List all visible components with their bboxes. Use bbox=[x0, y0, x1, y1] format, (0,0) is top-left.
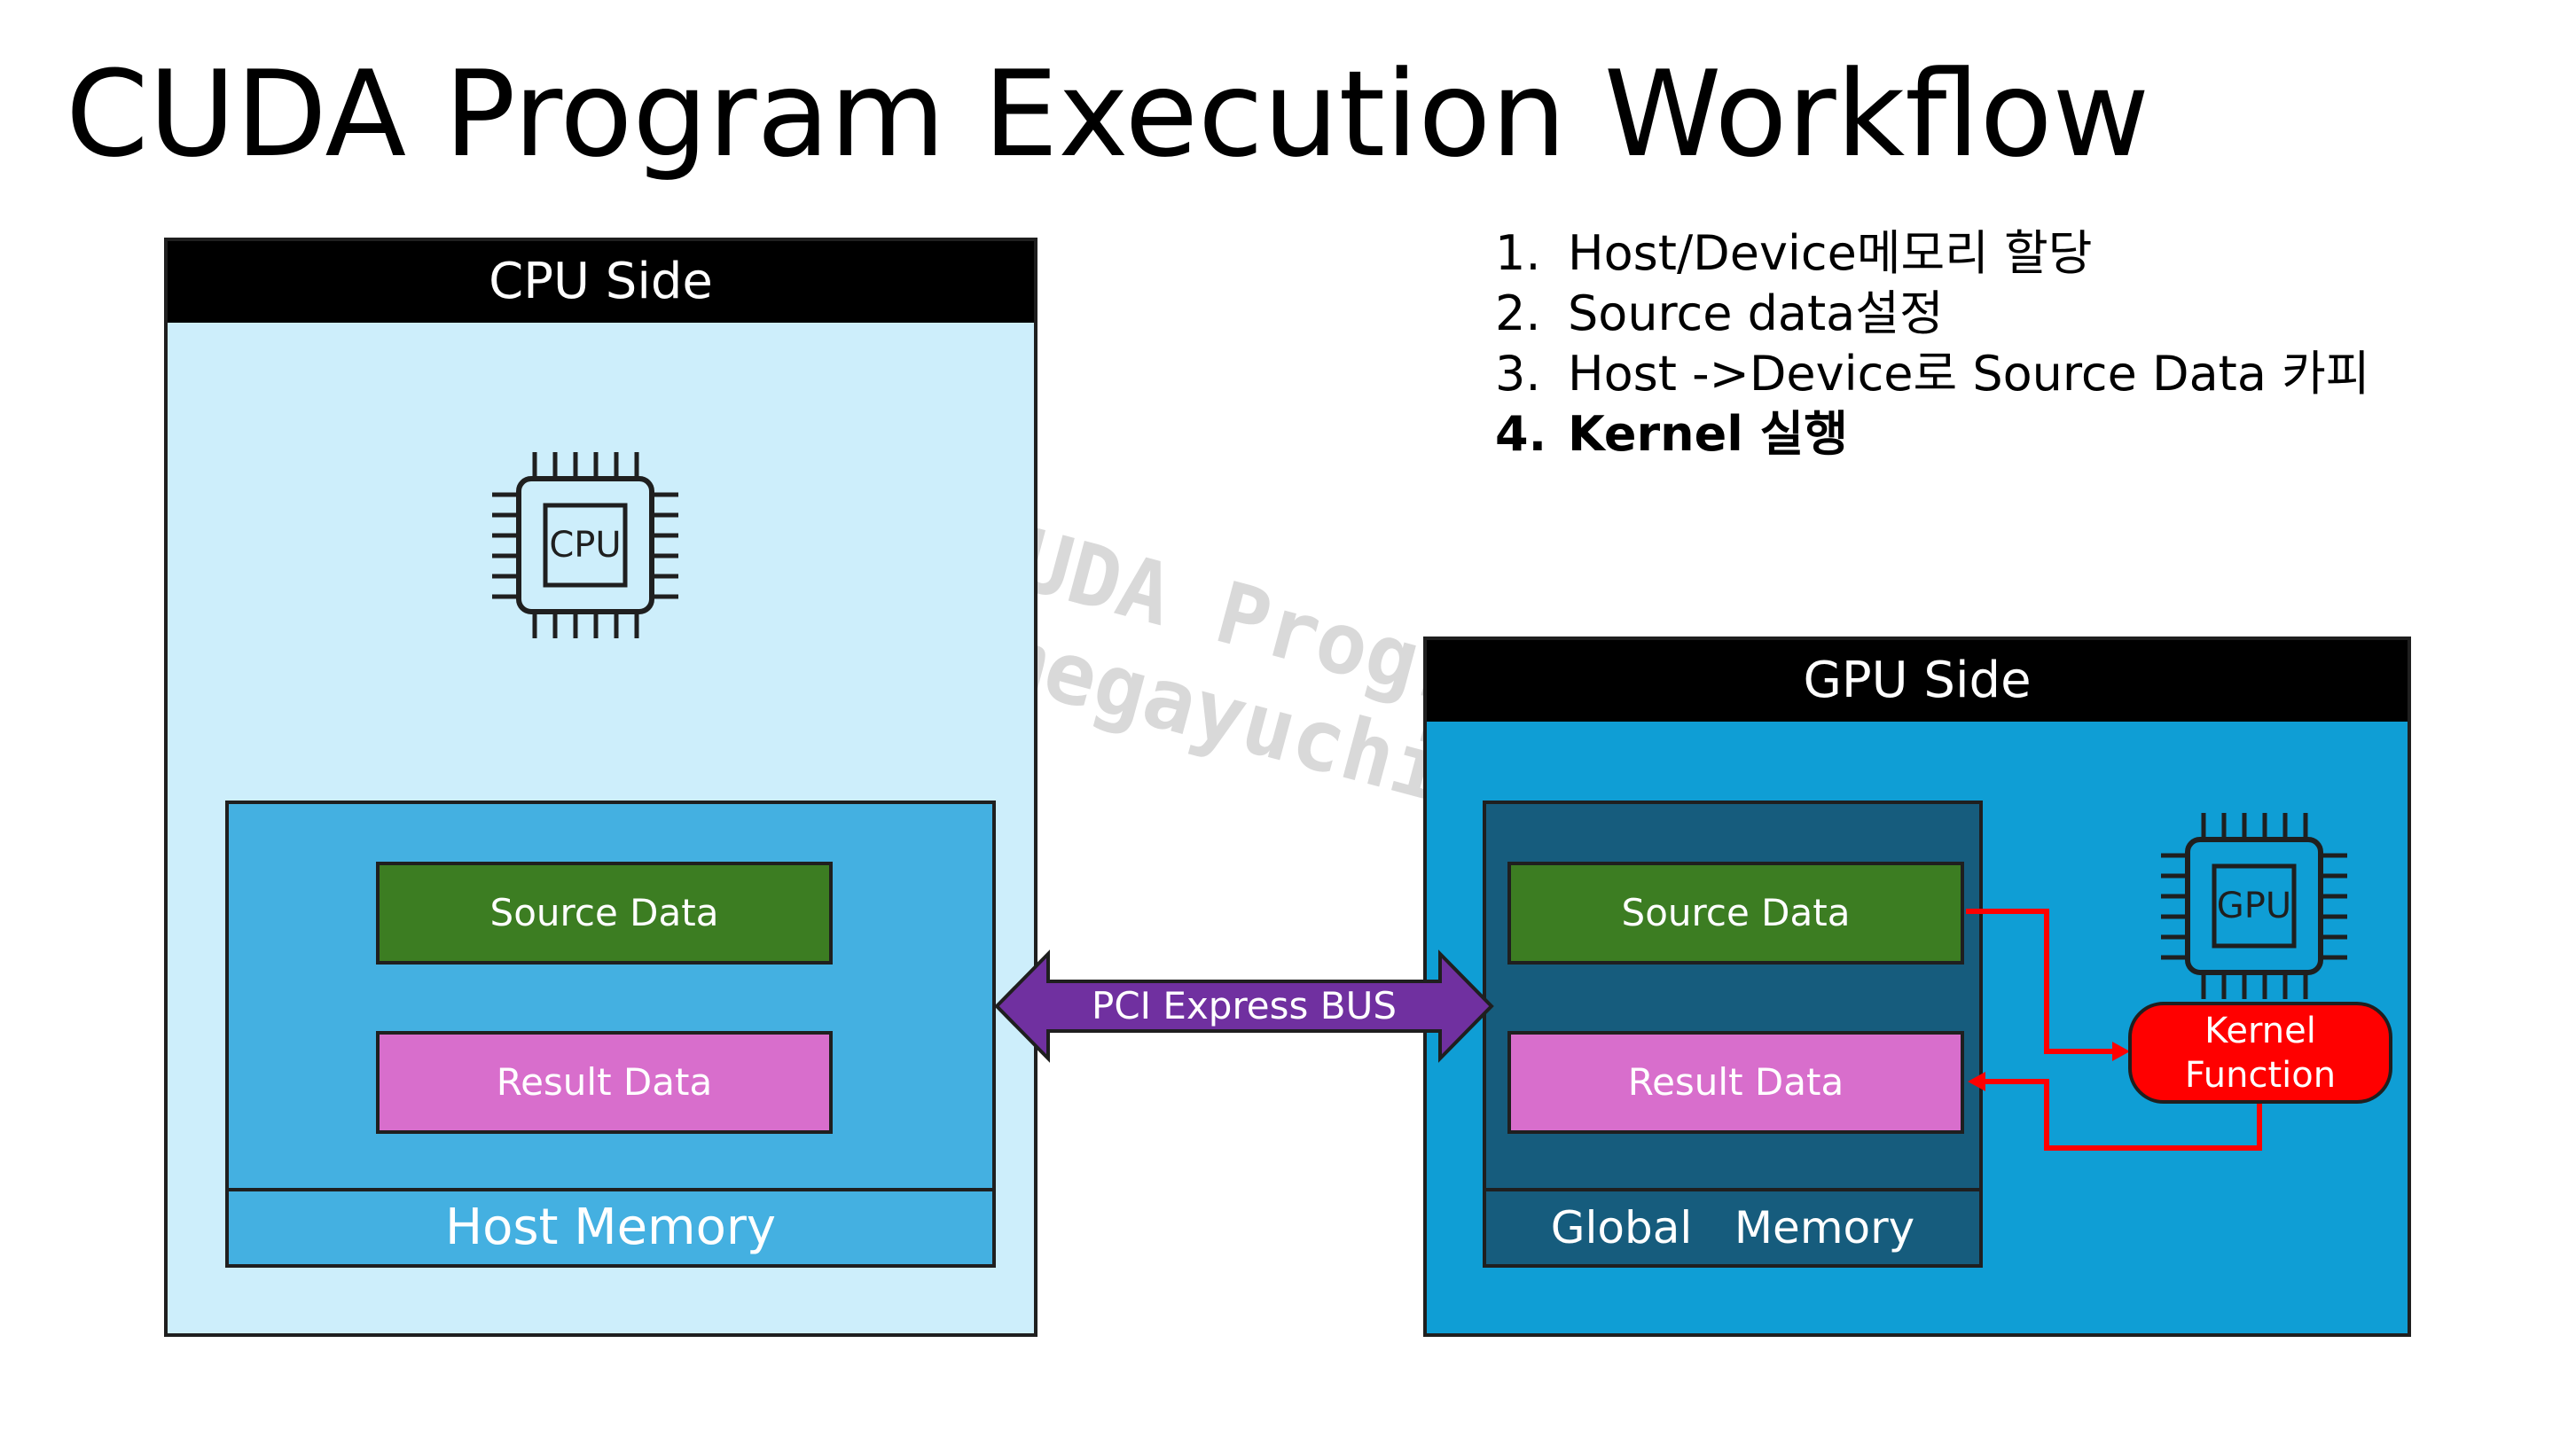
kernel-function-label: Kernel Function bbox=[2184, 1011, 2337, 1096]
cpu-chip-graphic bbox=[492, 452, 678, 638]
cpu-chip-label: CPU bbox=[549, 525, 622, 566]
pci-express-bus-arrow bbox=[994, 949, 1494, 1063]
page-title: CUDA Program Execution Workflow bbox=[66, 45, 2150, 184]
global-memory-label: Global Memory bbox=[1550, 1202, 1915, 1254]
step-4: 4.Kernel 실행 bbox=[1495, 406, 1848, 462]
gpu-chip-icon: GPU bbox=[2159, 811, 2349, 1001]
gpu-chip-label: GPU bbox=[2216, 886, 2292, 926]
cpu-chip-icon: CPU bbox=[490, 450, 680, 640]
cpu-side-header: CPU Side bbox=[168, 241, 1034, 323]
gpu-side-header: GPU Side bbox=[1427, 640, 2408, 722]
gpu-source-data: Source Data bbox=[1507, 862, 1964, 965]
step-list: 1.Host/Device메모리 할당 2.Source data설정 3.Ho… bbox=[1495, 223, 2369, 465]
host-memory-label: Host Memory bbox=[444, 1199, 777, 1256]
kernel-function-node: Kernel Function bbox=[2128, 1002, 2392, 1104]
step-2: 2.Source data설정 bbox=[1495, 285, 1944, 341]
step-3: 3.Host ->Device로 Source Data 카피 bbox=[1495, 346, 2370, 402]
pci-express-bus-label: PCI Express BUS bbox=[1092, 984, 1397, 1027]
global-memory-divider bbox=[1486, 1188, 1979, 1191]
step-1: 1.Host/Device메모리 할당 bbox=[1495, 225, 2093, 281]
cpu-result-data: Result Data bbox=[376, 1031, 833, 1134]
gpu-chip-graphic bbox=[2161, 813, 2347, 999]
gpu-result-data: Result Data bbox=[1507, 1031, 1964, 1134]
host-memory-divider bbox=[229, 1188, 992, 1191]
cpu-source-data: Source Data bbox=[376, 862, 833, 965]
